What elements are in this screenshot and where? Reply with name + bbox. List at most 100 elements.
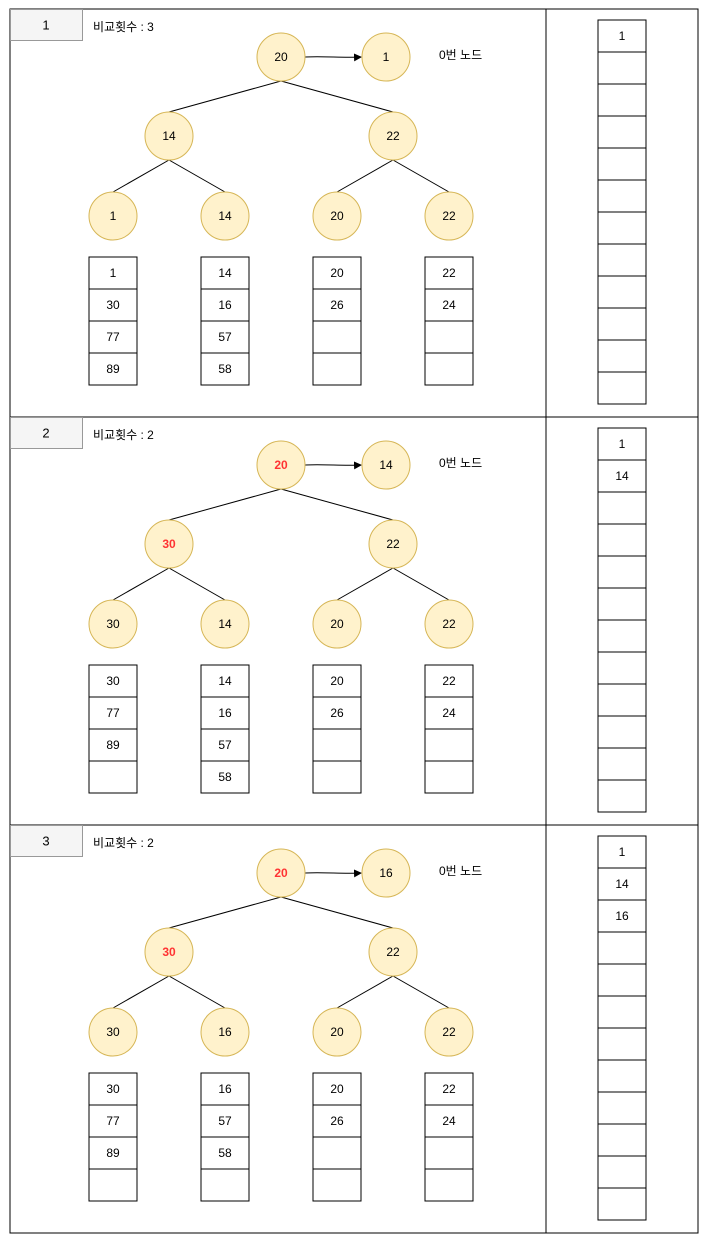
leaf-node-2-value: 20 xyxy=(330,617,344,631)
tree-edge-leaf-0 xyxy=(112,975,170,1009)
run-2-cell-3 xyxy=(312,352,362,386)
run-0-cell-2-value: 89 xyxy=(106,1146,120,1160)
step-number: 1 xyxy=(42,18,49,33)
node-zero-label: 0번 노드 xyxy=(439,48,482,62)
run-3-cell-1 xyxy=(424,1104,474,1138)
run-0-cell-1 xyxy=(88,288,138,322)
result-cell-6 xyxy=(597,1027,647,1061)
tree-edge-leaf-0 xyxy=(112,159,170,193)
run-3-cell-2 xyxy=(424,1136,474,1170)
result-cell-6 xyxy=(597,211,647,245)
result-cell-0-value: 1 xyxy=(619,845,626,859)
tree-edge-root-1 xyxy=(280,488,394,521)
result-cell-8 xyxy=(597,683,647,717)
run-3-cell-2 xyxy=(424,320,474,354)
root-node-circle xyxy=(256,848,306,898)
leaf-node-0-circle xyxy=(88,191,138,241)
tree-edge-leaf-3 xyxy=(392,567,450,601)
result-cell-2 xyxy=(597,899,647,933)
step-number: 2 xyxy=(42,426,49,441)
run-2-cell-3 xyxy=(312,760,362,794)
result-cell-9 xyxy=(597,715,647,749)
run-0-cell-0-value: 30 xyxy=(106,1082,120,1096)
leaf-node-1-circle xyxy=(200,1007,250,1057)
run-3-cell-0-value: 22 xyxy=(442,266,456,280)
leaf-node-3-value: 22 xyxy=(442,209,456,223)
run-2-cell-1 xyxy=(312,288,362,322)
leaf-node-2-value: 20 xyxy=(330,209,344,223)
result-cell-10 xyxy=(597,1155,647,1189)
run-0-cell-0 xyxy=(88,664,138,698)
run-2-cell-0-value: 20 xyxy=(330,1082,344,1096)
run-2-cell-2 xyxy=(312,320,362,354)
result-cell-11 xyxy=(597,371,647,405)
run-1-cell-3-value: 58 xyxy=(218,770,232,784)
leaf-node-0-value: 1 xyxy=(110,209,117,223)
run-0-cell-2 xyxy=(88,320,138,354)
leaf-node-0-value: 30 xyxy=(106,617,120,631)
run-0-cell-1-value: 77 xyxy=(106,1114,120,1128)
run-3-cell-1 xyxy=(424,696,474,730)
leaf-node-3-value: 22 xyxy=(442,1025,456,1039)
run-2-cell-1-value: 26 xyxy=(330,706,344,720)
run-0-cell-1-value: 77 xyxy=(106,706,120,720)
run-3-cell-1-value: 24 xyxy=(442,1114,456,1128)
leaf-node-3-value: 22 xyxy=(442,617,456,631)
run-3-cell-0 xyxy=(424,256,474,290)
tree-edge-leaf-0 xyxy=(112,567,170,601)
output-node-circle xyxy=(361,440,411,490)
run-2-cell-1 xyxy=(312,1104,362,1138)
node-zero-label: 0번 노드 xyxy=(439,456,482,470)
result-cell-3 xyxy=(597,523,647,557)
run-1-cell-2-value: 57 xyxy=(218,330,232,344)
output-node-circle xyxy=(361,32,411,82)
root-node-circle xyxy=(256,32,306,82)
output-arrow xyxy=(304,869,362,878)
level1-node-1-circle xyxy=(368,927,418,977)
output-node-circle xyxy=(361,848,411,898)
output-node-value: 16 xyxy=(379,866,393,880)
result-cell-11 xyxy=(597,1187,647,1221)
leaf-node-3-circle xyxy=(424,1007,474,1057)
leaf-node-0-circle xyxy=(88,599,138,649)
compare-count-label: 비교횟수 : 2 xyxy=(93,836,154,850)
tree-edge-leaf-1 xyxy=(168,567,226,601)
root-node-value: 20 xyxy=(274,458,288,472)
result-cell-10 xyxy=(597,339,647,373)
output-node-value: 1 xyxy=(383,50,390,64)
run-3-cell-1-value: 24 xyxy=(442,298,456,312)
leaf-node-1-value: 16 xyxy=(218,1025,232,1039)
level1-node-0-circle xyxy=(144,111,194,161)
run-3-cell-0-value: 22 xyxy=(442,1082,456,1096)
run-2-cell-1 xyxy=(312,696,362,730)
run-0-cell-1 xyxy=(88,696,138,730)
result-cell-5 xyxy=(597,587,647,621)
result-cell-10 xyxy=(597,747,647,781)
tree-edge-root-0 xyxy=(168,80,282,113)
run-1-cell-2 xyxy=(200,1136,250,1170)
result-cell-8 xyxy=(597,1091,647,1125)
run-2-cell-2 xyxy=(312,1136,362,1170)
level1-node-0-circle xyxy=(144,519,194,569)
run-3-cell-3 xyxy=(424,1168,474,1202)
level1-node-0-circle xyxy=(144,927,194,977)
run-2-cell-1-value: 26 xyxy=(330,298,344,312)
compare-count-label: 비교횟수 : 2 xyxy=(93,428,154,442)
level1-node-1-value: 22 xyxy=(386,129,400,143)
level1-node-1-value: 22 xyxy=(386,537,400,551)
leaf-node-2-circle xyxy=(312,191,362,241)
level1-node-0-value: 30 xyxy=(162,537,176,551)
result-cell-0-value: 1 xyxy=(619,29,626,43)
leaf-node-3-circle xyxy=(424,191,474,241)
run-1-cell-1-value: 16 xyxy=(218,298,232,312)
run-1-cell-2-value: 58 xyxy=(218,1146,232,1160)
run-3-cell-3 xyxy=(424,352,474,386)
run-1-cell-2 xyxy=(200,320,250,354)
level1-node-1-circle xyxy=(368,111,418,161)
result-cell-0 xyxy=(597,835,647,869)
run-0-cell-3 xyxy=(88,1168,138,1202)
run-1-cell-1 xyxy=(200,288,250,322)
run-1-cell-0 xyxy=(200,1072,250,1106)
